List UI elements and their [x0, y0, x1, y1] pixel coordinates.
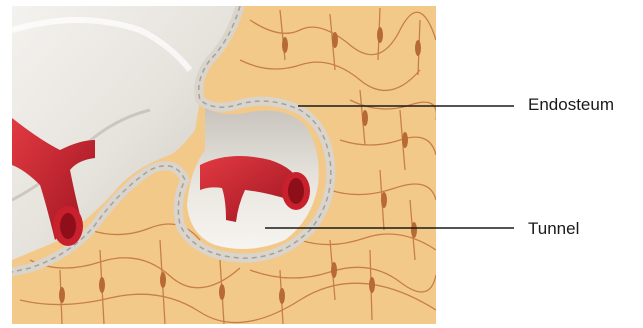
tunnel-label: Tunnel: [528, 220, 579, 237]
endosteum-label: Endosteum: [528, 96, 614, 113]
